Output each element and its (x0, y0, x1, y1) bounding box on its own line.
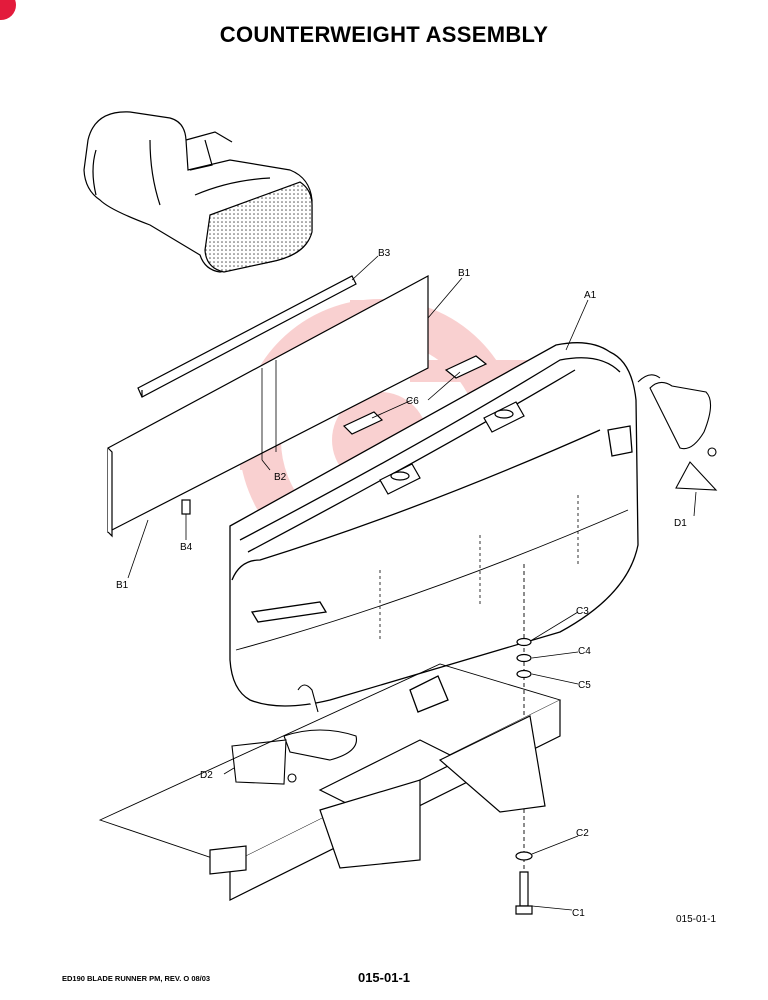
callout-c2: C2 (576, 828, 589, 839)
machine-frame (98, 663, 562, 901)
callout-b1-top: B1 (458, 268, 471, 279)
callout-c5: C5 (578, 680, 591, 691)
footer-page-number: 015-01-1 (357, 970, 411, 985)
callout-b3: B3 (378, 248, 391, 259)
operator-seat (83, 111, 313, 273)
figure-reference: 015-01-1 (676, 914, 717, 925)
callout-a1: A1 (584, 290, 597, 301)
callout-d1: D1 (674, 518, 687, 529)
tail-light-d1 (637, 374, 718, 491)
callout-c4: C4 (578, 646, 591, 657)
fastener-stack (515, 564, 533, 915)
page-title: COUNTERWEIGHT ASSEMBLY (219, 22, 549, 47)
callout-c3: C3 (576, 606, 589, 617)
callout-c6: C6 (406, 396, 419, 407)
callout-d2: D2 (200, 770, 213, 781)
corner-tab (0, 0, 16, 20)
callout-c1: C1 (572, 908, 585, 919)
panel-b1 (107, 274, 429, 538)
tail-light-d2 (231, 684, 358, 785)
footer-document: ED190 BLADE RUNNER PM, REV. O 08/03 (62, 974, 211, 983)
callout-b4: B4 (180, 542, 193, 553)
callout-b2: B2 (274, 472, 287, 483)
callout-b1-bottom: B1 (116, 580, 129, 591)
shim-strip-b3 (137, 275, 357, 398)
leader-lines (127, 255, 697, 911)
